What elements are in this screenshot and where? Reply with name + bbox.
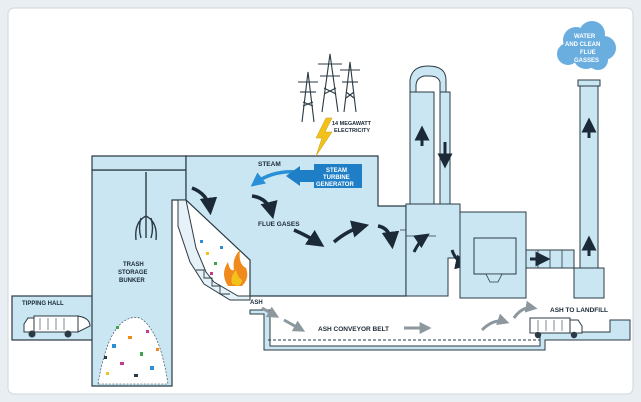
cloud-icon <box>557 21 616 70</box>
ash-conveyor-channel <box>249 309 631 351</box>
scrubber-base <box>405 203 461 297</box>
fire-icon <box>224 250 248 286</box>
flue-gases-label: FLUE GASES <box>258 221 300 228</box>
baghouse-filter <box>473 237 517 275</box>
claw-grabber-icon <box>135 172 157 241</box>
power-tower-icon <box>298 53 360 123</box>
feed-chute <box>177 199 251 301</box>
baghouse-hopper <box>485 273 503 283</box>
ash-arrow-1 <box>261 306 280 318</box>
turbine-label-2: TURBINE <box>323 175 350 181</box>
ash-truck-icon <box>529 317 583 339</box>
turbine-label-3: GENERATOR <box>316 182 354 188</box>
turbine-label-1: STEAM <box>326 168 347 174</box>
ash-arrow-2 <box>283 318 306 332</box>
cloud-label-3: FLUE <box>580 50 596 56</box>
scrubber-column <box>409 91 435 205</box>
scrubber-tower <box>409 65 447 93</box>
lightning-icon <box>315 117 333 157</box>
ash-arrow-5 <box>512 300 538 319</box>
flue-arrow-4 <box>377 224 400 250</box>
scrubber-arrow-up-2 <box>412 233 430 253</box>
electricity-label-2: ELECTRICITY <box>334 128 370 134</box>
cloud-label-1: WATER <box>574 34 596 40</box>
ash-landfill-label: ASH TO LANDFILL <box>550 307 608 314</box>
trash-storage-label-2: STORAGE <box>118 270 148 276</box>
steam-turbine-generator <box>286 164 362 188</box>
ash-arrow-4 <box>480 313 510 332</box>
ash-label: ASH <box>250 300 263 306</box>
trash-storage-label-3: BUNKER <box>119 278 145 284</box>
flue-arrow-3 <box>332 220 370 244</box>
trash-pile <box>97 317 169 385</box>
grate-stairs <box>196 269 230 295</box>
garbage-truck-icon <box>23 315 91 338</box>
flue-arrow-boiler <box>191 186 218 216</box>
cloud-label-4: GASSES <box>574 58 599 64</box>
flue-arrow-2 <box>293 228 325 247</box>
plant-building <box>91 155 187 171</box>
stack-cap <box>577 79 601 87</box>
tipping-hall-label: TIPPING HALL <box>22 301 64 307</box>
ash-conveyor-label: ASH CONVEYOR BELT <box>318 326 389 333</box>
electricity-label-1: 14 MEGAWATT <box>332 121 372 127</box>
cloud-label-2: AND CLEAN <box>565 42 600 48</box>
flue-arrow-1 <box>251 194 278 220</box>
trash-storage-label-1: TRASH <box>123 262 144 268</box>
stack-base <box>573 267 605 299</box>
stack-chimney <box>579 83 599 299</box>
steam-label: STEAM <box>258 161 281 168</box>
